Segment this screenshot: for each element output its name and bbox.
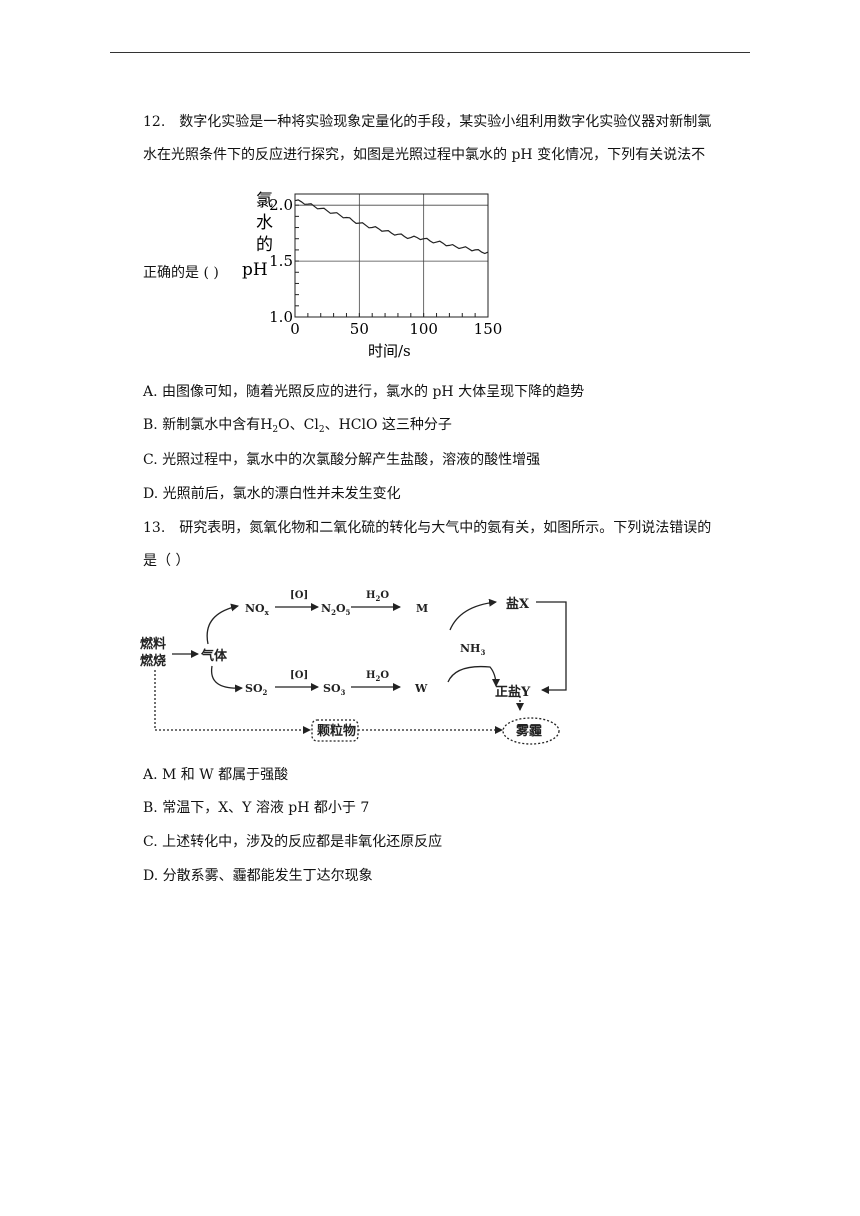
x-tick-label: 50 — [350, 320, 369, 338]
chlorine-water-ph-chart: 0 50 100 150 1.0 1.5 2.0 氯 水 的 pH 时间/s — [242, 191, 503, 360]
so2-text: SO2 — [245, 682, 268, 697]
q13-option-d: D. 分散系雾、霾都能发生丁达尔现象 — [143, 868, 373, 884]
y-tick-label: 2.0 — [269, 196, 293, 214]
x-tick-label: 0 — [290, 320, 300, 338]
q13-option-a: A. M 和 W 都属于强酸 — [143, 767, 289, 783]
q12-text-1: 数字化实验是一种将实验现象定量化的手段，某实验小组利用数字化实验仪器对新制氯 — [179, 114, 712, 130]
q12-option-b: B. 新制氯水中含有H2O、Cl2、HClO 这三种分子 — [143, 417, 452, 435]
particles-box — [311, 719, 359, 742]
w-text: W — [414, 682, 428, 695]
ylabel-char-3: 的 — [256, 235, 273, 255]
gas-text: 气体 — [201, 648, 228, 664]
q13-number: 13. — [143, 520, 166, 536]
q13-line1: 13. 研究表明，氮氧化物和二氧化硫的转化与大气中的氨有关，如图所示。下列说法错误… — [143, 518, 711, 538]
ylabel-char-2: 水 — [256, 213, 273, 233]
q12-option-a: A. 由图像可知，随着光照反应的进行，氯水的 pH 大体呈现下降的趋势 — [143, 384, 585, 400]
chart-frame — [294, 193, 489, 318]
q12-line2: 水在光照条件下的反应进行探究，如图是光照过程中氯水的 pH 变化情况，下列有关说… — [143, 147, 706, 163]
so3-text: SO3 — [323, 682, 346, 697]
o-label-top: [O] — [290, 590, 308, 601]
chart-grid — [295, 194, 488, 317]
ylabel-char-4: pH — [242, 260, 268, 280]
salt-x-text: 盐X — [506, 596, 530, 612]
q13-line2: 是（ ） — [143, 553, 190, 569]
nh3-text: NH3 — [460, 642, 485, 657]
salt-y-text: 正盐Y — [495, 684, 531, 700]
q12-option-c: C. 光照过程中，氯水中的次氯酸分解产生盐酸，溶液的酸性增强 — [143, 452, 541, 468]
q12-number: 12. — [143, 114, 166, 130]
fuel-text-2: 燃烧 — [140, 653, 166, 669]
chart-minor-ticks — [295, 204, 476, 317]
nox-text: NOx — [245, 602, 270, 617]
header-rule — [110, 52, 750, 53]
h2o-label-bottom: H2O — [366, 670, 389, 683]
ph-series-line — [294, 199, 489, 255]
m-text: M — [416, 602, 428, 615]
q13-option-b: B. 常温下，X、Y 溶液 pH 都小于 7 — [143, 800, 370, 816]
chart-xlabel: 时间/s — [368, 342, 411, 360]
q13-text-1: 研究表明，氮氧化物和二氧化硫的转化与大气中的氨有关，如图所示。下列说法错误的 — [179, 520, 712, 536]
haze-text: 雾霾 — [515, 724, 542, 739]
q13-option-c: C. 上述转化中，涉及的反应都是非氧化还原反应 — [143, 834, 443, 850]
nitrogen-sulfur-diagram: 燃料 燃烧 气体 NOx N2O5 M SO2 SO3 W [O] [O] H2… — [140, 590, 567, 745]
x-tick-label: 100 — [409, 320, 438, 338]
q12-line3: 正确的是 ( ) — [143, 265, 219, 281]
ylabel-char-1: 氯 — [256, 191, 273, 211]
particles-text: 颗粒物 — [317, 723, 356, 739]
fuel-text-1: 燃料 — [140, 636, 166, 652]
y-tick-label: 1.5 — [269, 252, 293, 270]
q12-line1: 12. 数字化实验是一种将实验现象定量化的手段，某实验小组利用数字化实验仪器对新制… — [143, 112, 711, 132]
o-label-bottom: [O] — [290, 670, 308, 681]
haze-ellipse — [502, 717, 560, 745]
q12-option-d: D. 光照前后，氯水的漂白性并未发生变化 — [143, 486, 401, 502]
x-tick-label: 150 — [474, 320, 503, 338]
n2o5-text: N2O5 — [321, 602, 351, 617]
y-tick-label: 1.0 — [269, 308, 293, 326]
h2o-label-top: H2O — [366, 590, 389, 603]
